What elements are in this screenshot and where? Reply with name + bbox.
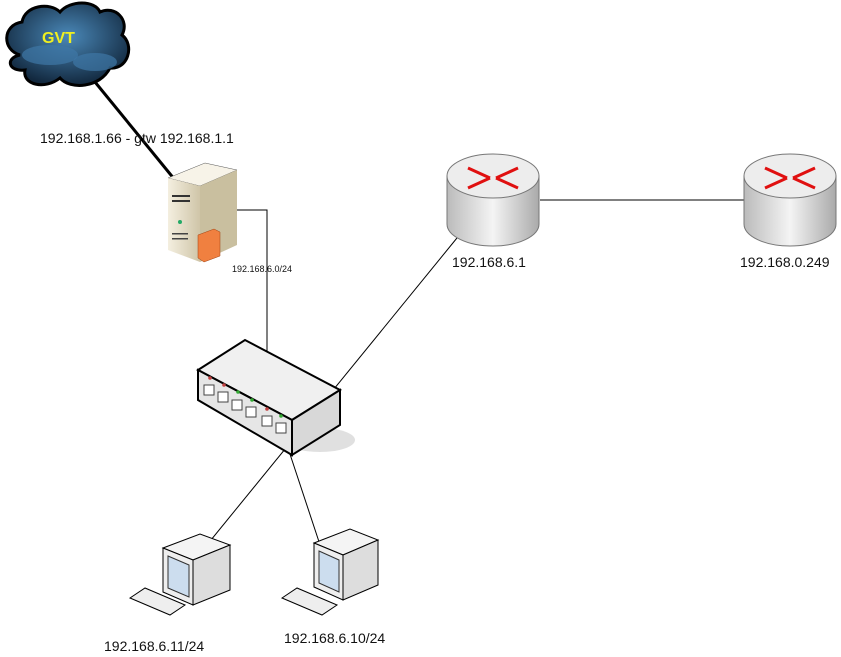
router-label: 192.168.6.1 [452, 254, 526, 270]
computer-icon [280, 528, 380, 616]
wan-link-label: 192.168.1.66 - gtw 192.168.1.1 [40, 130, 234, 146]
router-icon [743, 153, 837, 247]
lan-subnet-label: 192.168.6.0/24 [232, 264, 293, 274]
computer-label: 192.168.6.10/24 [284, 630, 386, 646]
computer-icon [128, 533, 232, 616]
switch-icon [196, 338, 355, 457]
router-icon [446, 153, 540, 247]
internet-cloud-icon [5, 1, 131, 87]
router-label: 192.168.0.249 [740, 254, 830, 270]
server-firewall-icon [167, 162, 238, 263]
cloud-label: GVT [42, 30, 75, 47]
computer-label: 192.168.6.11/24 [104, 638, 205, 654]
wan-link [93, 81, 177, 181]
